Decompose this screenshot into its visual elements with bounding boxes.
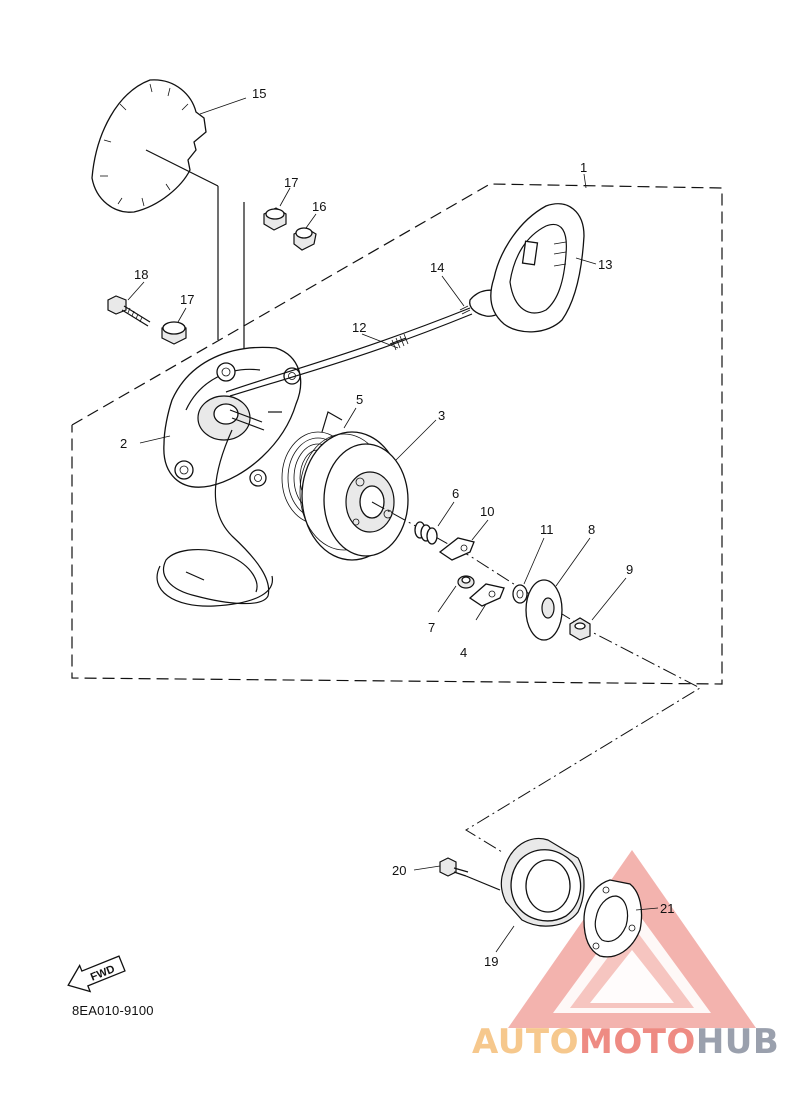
watermark-auto: AUTO (472, 1022, 579, 1062)
callout-11: 11 (540, 522, 554, 537)
part-4-friction-plate (468, 583, 505, 607)
part-17-spacer-top (263, 207, 287, 231)
part-15-plate (91, 79, 219, 340)
part-6-pawl-spring (414, 521, 438, 545)
callout-16: 16 (312, 199, 326, 214)
watermark-brand: AUTOMOTOHUB (472, 1022, 779, 1062)
part-9-nut (569, 617, 591, 641)
callout-labels: 1 2 3 4 5 6 7 8 9 10 11 12 13 14 15 16 1… (120, 86, 674, 969)
callout-6: 6 (452, 486, 459, 501)
callout-1: 1 (580, 160, 587, 175)
part-21-gasket (583, 879, 643, 958)
watermark-moto: MOTO (578, 1022, 696, 1062)
callout-18: 18 (134, 267, 148, 282)
part-3-drive-pulley (299, 431, 409, 561)
callout-17-lower: 17 (180, 292, 194, 307)
part-10-pawl (438, 537, 475, 561)
callout-15: 15 (252, 86, 266, 101)
callout-8: 8 (588, 522, 595, 537)
fwd-arrow: FWD (67, 955, 126, 993)
part-17-spacer-lower (161, 321, 187, 345)
leader-lines (127, 97, 659, 953)
callout-21: 21 (660, 901, 674, 916)
callout-14: 14 (430, 260, 444, 275)
assembly-axis (371, 501, 702, 853)
diagram-code: 8EA010-9100 (72, 1003, 154, 1018)
part-16-collar (293, 227, 317, 251)
part-13-starter-handle (490, 203, 585, 333)
callout-13: 13 (598, 257, 612, 272)
part-8-drive-plate (525, 579, 563, 641)
part-11-washer (512, 584, 528, 604)
callout-7: 7 (428, 620, 435, 635)
callout-12: 12 (352, 320, 366, 335)
callout-9: 9 (626, 562, 633, 577)
part-7-spring-clip (457, 575, 475, 589)
callout-3: 3 (438, 408, 445, 423)
part-12-rope (156, 307, 473, 607)
watermark-hub: HUB (695, 1022, 780, 1062)
callout-4: 4 (460, 645, 467, 660)
callout-10: 10 (480, 504, 494, 519)
part-19-starter-pulley (500, 838, 585, 927)
callout-5: 5 (356, 392, 363, 407)
assembly-boundary (71, 183, 723, 685)
callout-20: 20 (392, 863, 406, 878)
callout-17-top: 17 (284, 175, 298, 190)
part-18-bolt (107, 295, 151, 327)
part-20-bolt (439, 857, 501, 891)
part-2-starter-case (163, 346, 302, 488)
callout-2: 2 (120, 436, 127, 451)
callout-19: 19 (484, 954, 498, 969)
